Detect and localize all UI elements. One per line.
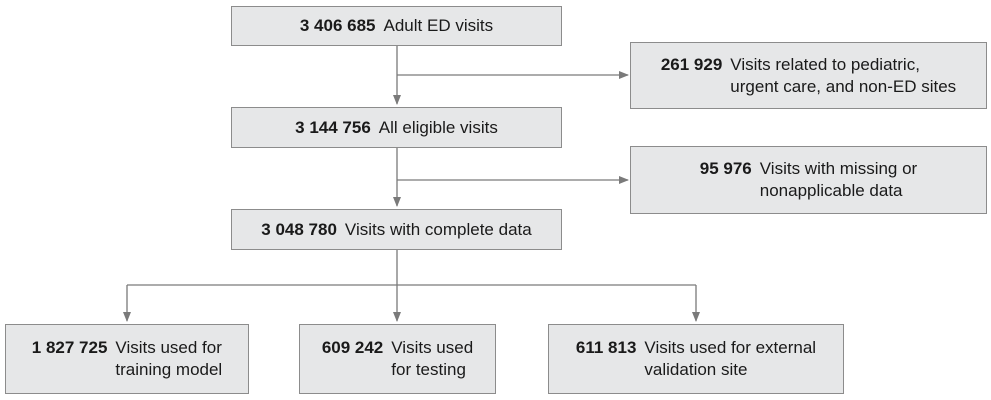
label-excluded-pediatric-line1: Visits related to pediatric, bbox=[730, 54, 920, 74]
label-testing-line2: for testing bbox=[391, 360, 466, 379]
label-excluded-pediatric-line2: urgent care, and non-ED sites bbox=[730, 76, 957, 96]
box-excluded-missing: 95 976 Visits with missing or nonapplica… bbox=[630, 146, 987, 214]
label-complete-data: Visits with complete data bbox=[344, 219, 532, 239]
box-all-eligible-visits: 3 144 756 All eligible visits bbox=[231, 107, 562, 148]
label-adult-ed-visits: Adult ED visits bbox=[383, 16, 494, 35]
count-adult-ed-visits: 3 406 685 bbox=[299, 16, 376, 35]
count-external-validation: 611 813 bbox=[575, 338, 637, 357]
label-training-line2: training model bbox=[115, 360, 223, 379]
count-testing: 609 242 bbox=[321, 338, 384, 357]
count-excluded-pediatric: 261 929 bbox=[660, 54, 723, 74]
label-excluded-missing-line1: Visits with missing or bbox=[759, 159, 918, 178]
count-training: 1 827 725 bbox=[31, 338, 108, 357]
label-all-eligible-visits: All eligible visits bbox=[378, 117, 498, 137]
box-excluded-pediatric: 261 929 Visits related to pediatric, urg… bbox=[630, 42, 987, 109]
count-excluded-missing: 95 976 bbox=[699, 159, 752, 178]
count-all-eligible-visits: 3 144 756 bbox=[295, 117, 371, 137]
label-external-validation-line2: validation site bbox=[644, 360, 748, 379]
count-complete-data: 3 048 780 bbox=[261, 219, 337, 239]
label-external-validation-line1: Visits used for external bbox=[644, 338, 817, 357]
box-training: 1 827 725 Visits used for training model bbox=[5, 324, 249, 394]
label-training-line1: Visits used for bbox=[115, 338, 222, 357]
box-external-validation: 611 813 Visits used for external validat… bbox=[548, 324, 844, 394]
label-testing-line1: Visits used bbox=[391, 338, 474, 357]
label-excluded-missing-line2: nonapplicable data bbox=[759, 181, 903, 200]
box-complete-data: 3 048 780 Visits with complete data bbox=[231, 209, 562, 250]
box-testing: 609 242 Visits used for testing bbox=[299, 324, 496, 394]
box-adult-ed-visits: 3 406 685 Adult ED visits bbox=[231, 6, 562, 46]
